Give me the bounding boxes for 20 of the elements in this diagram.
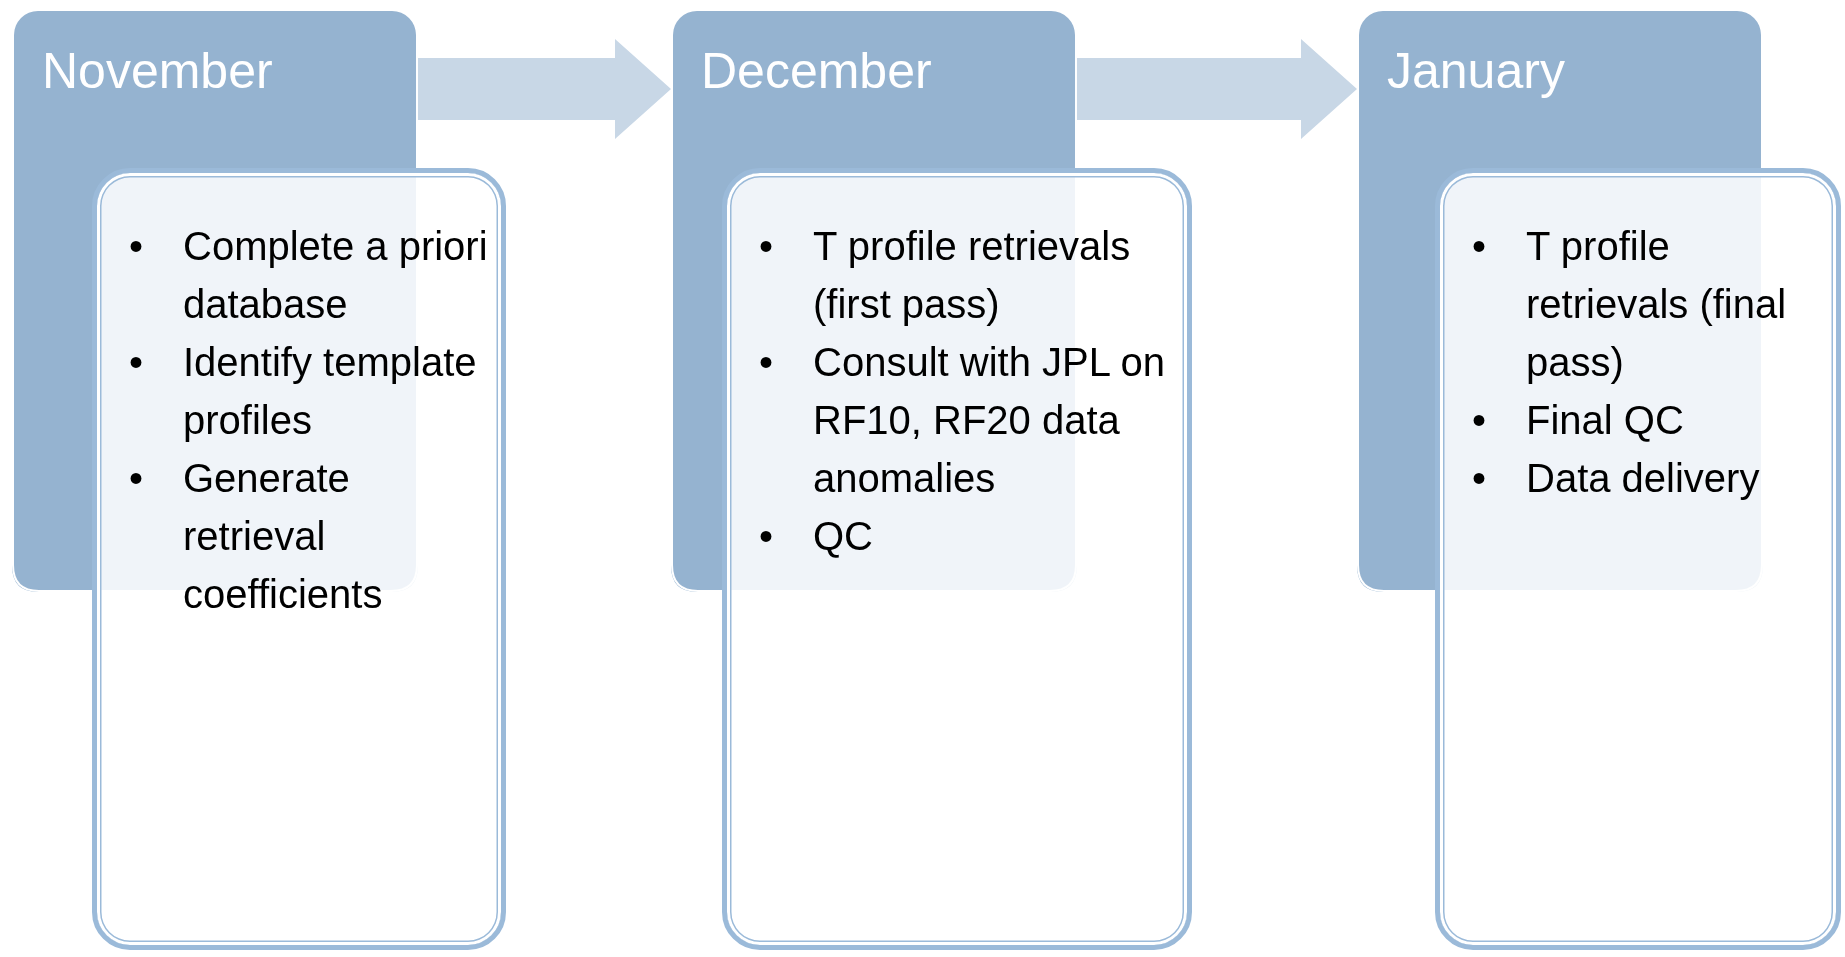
bullet-point: • <box>1472 455 1486 502</box>
bullet-point: • <box>129 455 143 502</box>
bullet-point: • <box>759 339 773 386</box>
month-title: December <box>701 42 932 101</box>
bullet-point: • <box>759 223 773 270</box>
month-header-box <box>12 9 418 168</box>
bullet-point: • <box>129 223 143 270</box>
bullet-point: • <box>1472 397 1486 444</box>
bullet-point: • <box>129 339 143 386</box>
month-title: November <box>42 42 273 101</box>
month-title: January <box>1387 42 1565 101</box>
bullet-point: • <box>1472 223 1486 270</box>
bullet-point: • <box>759 513 773 560</box>
block-arrow <box>1077 39 1357 139</box>
month-header-box <box>671 9 1077 168</box>
task-list-card <box>1435 168 1841 950</box>
task-list-card <box>722 168 1192 950</box>
month-header-box <box>1357 9 1763 168</box>
block-arrow <box>418 39 671 139</box>
task-list-card <box>92 168 506 950</box>
